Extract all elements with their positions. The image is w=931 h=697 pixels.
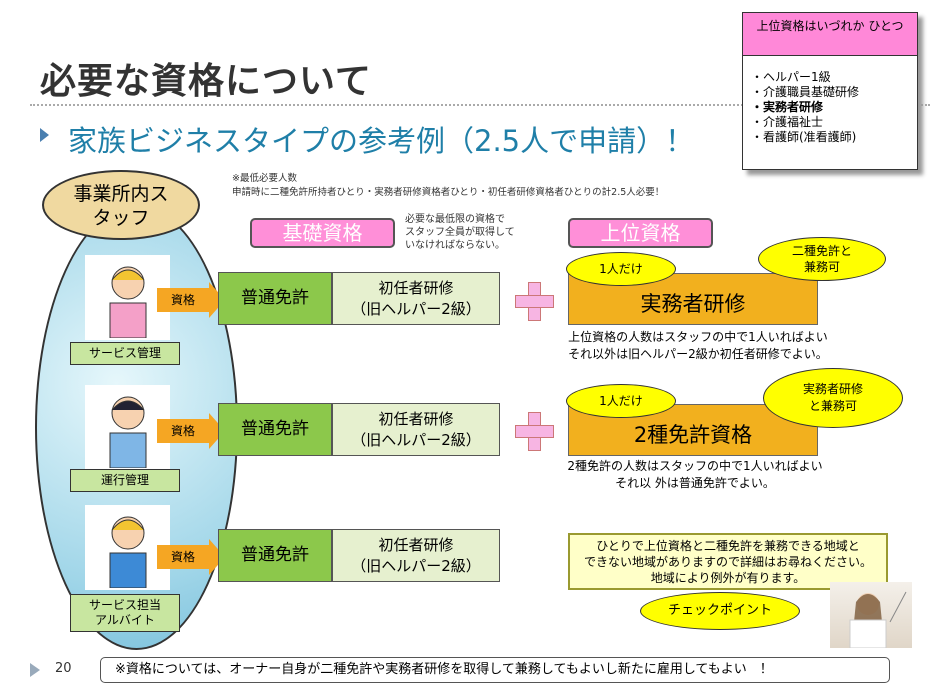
note-line2: 申請時に二種免許所持者ひとり・実務者研修資格者ひとり・初任者研修資格者ひとりの計…	[232, 187, 665, 198]
training-box: 初任者研修（旧ヘルパー2級）	[332, 403, 500, 456]
checkpoint-label: チェックポイント	[640, 592, 800, 630]
upper-qualification-label: 上位資格	[568, 218, 713, 248]
note-bubble: 二種免許と兼務可	[758, 237, 886, 281]
divider	[30, 104, 930, 106]
basic-note: 必要な最低限の資格でスタッフ全員が取得していなければならない。	[405, 214, 515, 251]
slide-title: 必要な資格について	[40, 61, 372, 102]
list-item: ・介護職員基礎研修	[751, 85, 860, 99]
list-item: ・看護師(准看護師)	[751, 130, 857, 144]
license-box: 普通免許	[218, 272, 332, 325]
staff-label: 事業所内スタッフ	[42, 170, 200, 240]
person-illustration-icon	[85, 255, 170, 340]
subtitle: 家族ビジネスタイプの参考例（2.5人で申請）！	[68, 124, 695, 158]
role-label: 運行管理	[70, 469, 180, 492]
tag-bubble: 1人だけ	[566, 384, 676, 418]
training-box: 初任者研修（旧ヘルパー2級）	[332, 529, 500, 582]
person-illustration-icon	[85, 385, 170, 470]
license-box: 普通免許	[218, 529, 332, 582]
training-box: 初任者研修（旧ヘルパー2級）	[332, 272, 500, 325]
basic-qualification-label: 基礎資格	[250, 218, 395, 248]
page-number: 20	[55, 661, 72, 676]
tag-bubble: 1人だけ	[566, 252, 676, 286]
upper-qualification-box: 上位資格はいづれか ひとつ ・ヘルパー1級 ・介護職員基礎研修 ・実務者研修 ・…	[742, 12, 918, 170]
plus-icon	[515, 412, 554, 451]
footer-arrow-icon	[30, 663, 40, 677]
license-box: 普通免許	[218, 403, 332, 456]
list-item: ・ヘルパー1級	[751, 70, 831, 84]
arrow-icon: 資格	[157, 282, 225, 318]
footer-note: ※資格については、オーナー自身が二種免許や実務者研修を取得して兼務してもよいし新…	[100, 657, 890, 683]
plus-icon	[515, 282, 554, 321]
upper-box-header: 上位資格はいづれか ひとつ	[743, 13, 917, 56]
presenter-photo	[830, 582, 912, 649]
upper2-description: 2種免許の人数はスタッフの中で1人いればよいそれ以 外は普通免許でよい。	[567, 459, 823, 490]
list-item: ・介護福祉士	[751, 115, 824, 129]
checkpoint-box: ひとりで上位資格と二種免許を兼務できる地域とできない地域がありますので詳細はお尋…	[568, 533, 888, 590]
upper1-description: 上位資格の人数はスタッフの中で1人いればよいそれ以外は旧ヘルパー2級か初任者研修…	[568, 330, 828, 361]
note-line1: ※最低必要人数	[232, 173, 297, 184]
arrow-icon: 資格	[157, 539, 225, 575]
list-item: ・実務者研修	[751, 100, 824, 114]
role-label: サービス担当アルバイト	[70, 594, 180, 632]
person-illustration-icon	[85, 505, 170, 590]
role-label: サービス管理	[70, 342, 180, 365]
bullet-arrow-icon	[40, 128, 49, 142]
arrow-icon: 資格	[157, 413, 225, 449]
note-bubble: 実務者研修と兼務可	[763, 368, 903, 428]
